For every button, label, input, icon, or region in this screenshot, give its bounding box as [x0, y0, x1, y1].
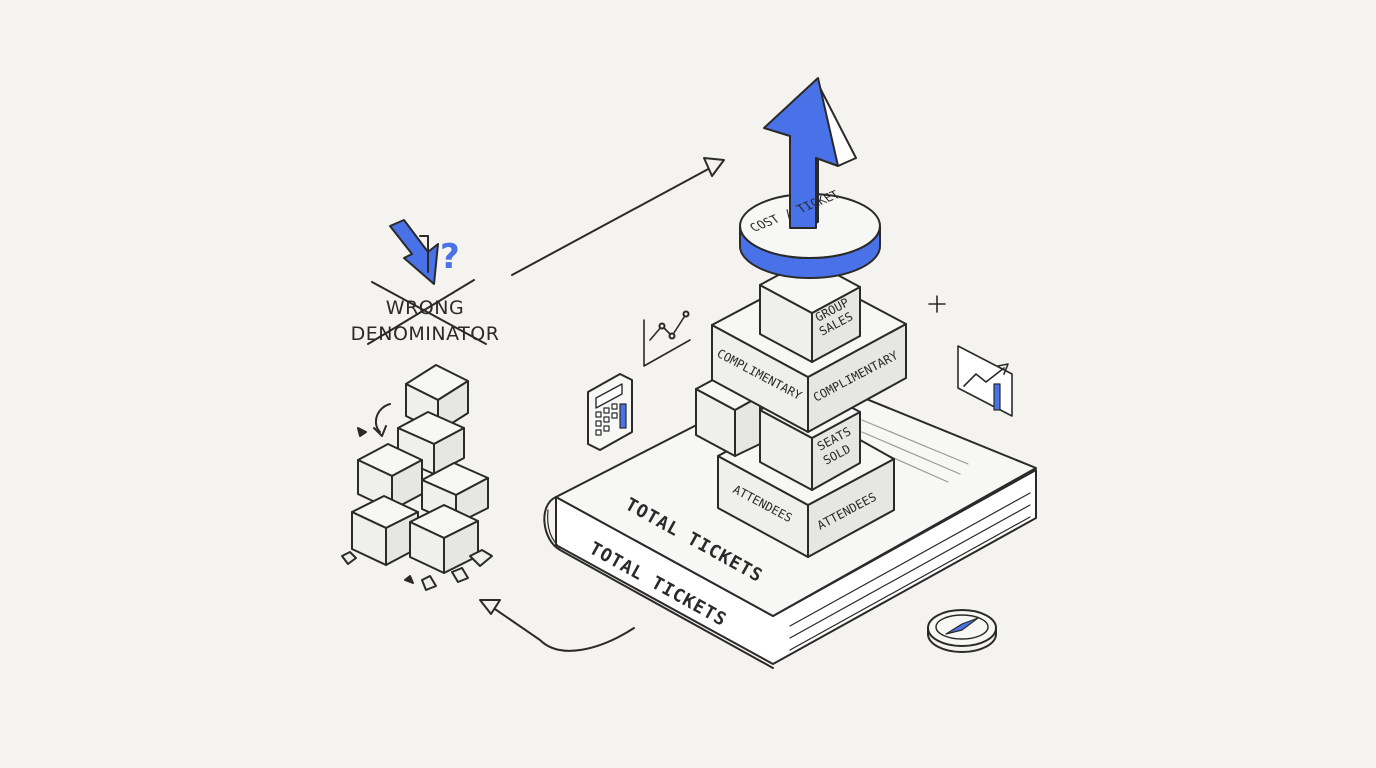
- wrong-label-line1: WRONG: [386, 297, 464, 319]
- return-arrow: [479, 599, 635, 652]
- forward-arrow: [511, 157, 725, 276]
- compass-icon: [927, 609, 997, 653]
- down-arrow-icon: [389, 219, 439, 285]
- up-arrow-icon: [763, 77, 857, 229]
- cross-out: [367, 279, 487, 345]
- tumbling-cubes: [341, 364, 493, 591]
- line-chart-icon: [643, 310, 691, 367]
- calculator-icon: [587, 373, 633, 451]
- wrong-label-line2: DENOMINATOR: [351, 323, 500, 345]
- plus-icon: [928, 295, 946, 313]
- question-mark: ?: [440, 237, 460, 277]
- trend-chart-icon: [957, 345, 1013, 417]
